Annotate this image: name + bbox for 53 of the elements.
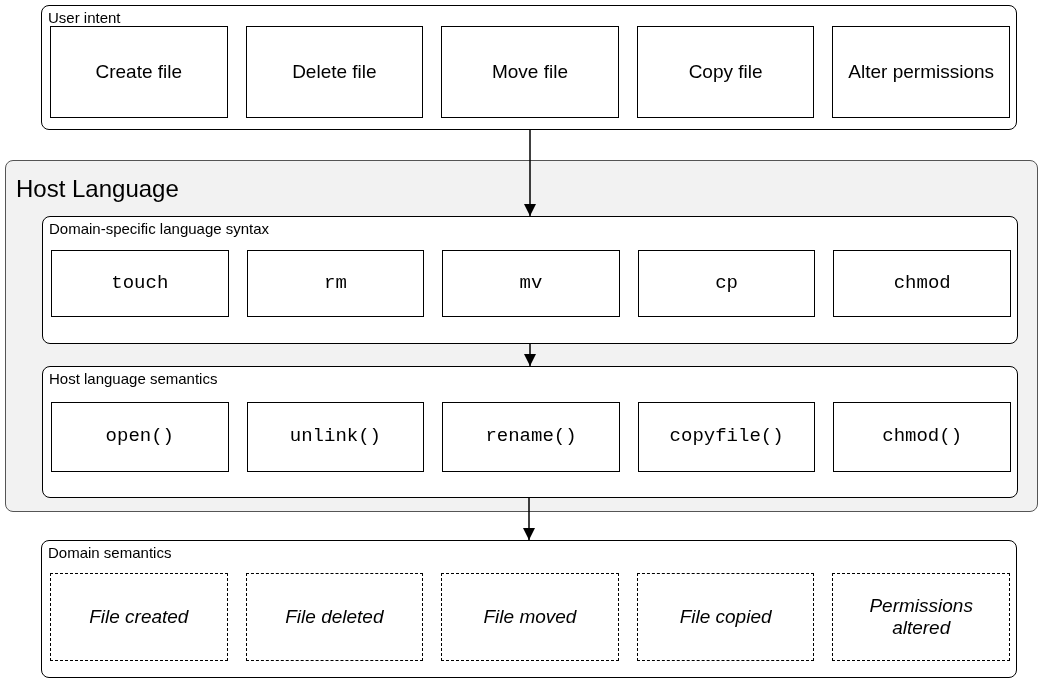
box-label: Move file: [490, 61, 569, 83]
group-container: [42, 366, 1018, 498]
box-label: Permissions altered: [868, 595, 974, 639]
code-box: [637, 250, 816, 317]
box-label: Create file: [94, 61, 184, 83]
box-label: Delete file: [291, 61, 378, 83]
code-box: [442, 402, 620, 472]
group-container: [41, 5, 1017, 130]
outcome-box: [832, 573, 1010, 661]
box-label: File moved: [482, 606, 578, 628]
group-heading: User intent: [48, 9, 121, 26]
box-label: File copied: [678, 606, 773, 628]
arrow: [523, 497, 535, 541]
code-box: [246, 402, 425, 472]
box-label: rm: [323, 272, 348, 295]
outcome-box: [245, 573, 424, 661]
action-box: [245, 26, 424, 118]
group-heading: Domain-specific language syntax: [49, 220, 270, 237]
box-label: copyfile(): [668, 426, 785, 448]
box-label: chmod(): [881, 426, 964, 448]
group-container: [42, 216, 1018, 344]
outcome-box: [50, 573, 228, 661]
box-label: Alter permissions: [847, 61, 996, 83]
group-heading: Host Language: [16, 175, 179, 203]
action-box: [50, 26, 228, 118]
code-box: [246, 250, 425, 317]
box-label: open(): [104, 426, 175, 448]
box-label: File deleted: [284, 606, 385, 628]
action-box: [832, 26, 1010, 118]
code-box: [637, 402, 816, 472]
action-box: [636, 26, 815, 118]
box-label: cp: [714, 272, 739, 295]
box-label: chmod: [892, 272, 952, 295]
arrow: [524, 343, 536, 367]
arrow: [524, 129, 536, 217]
outcome-box: [441, 573, 619, 661]
group-container: [41, 540, 1017, 678]
group-heading: Host language semantics: [49, 370, 218, 387]
box-label: unlink(): [288, 426, 382, 448]
code-box: [833, 402, 1011, 472]
box-label: Copy file: [687, 61, 764, 83]
box-label: touch: [110, 272, 170, 295]
host-language-band: [5, 160, 1038, 512]
outcome-box: [636, 573, 815, 661]
group-heading: Domain semantics: [48, 544, 172, 561]
code-box: [51, 250, 229, 317]
code-box: [442, 250, 620, 317]
box-label: mv: [518, 272, 544, 295]
code-box: [51, 402, 229, 472]
code-box: [833, 250, 1011, 317]
box-label: rename(): [484, 426, 578, 448]
action-box: [441, 26, 619, 118]
box-label: File created: [88, 606, 190, 628]
